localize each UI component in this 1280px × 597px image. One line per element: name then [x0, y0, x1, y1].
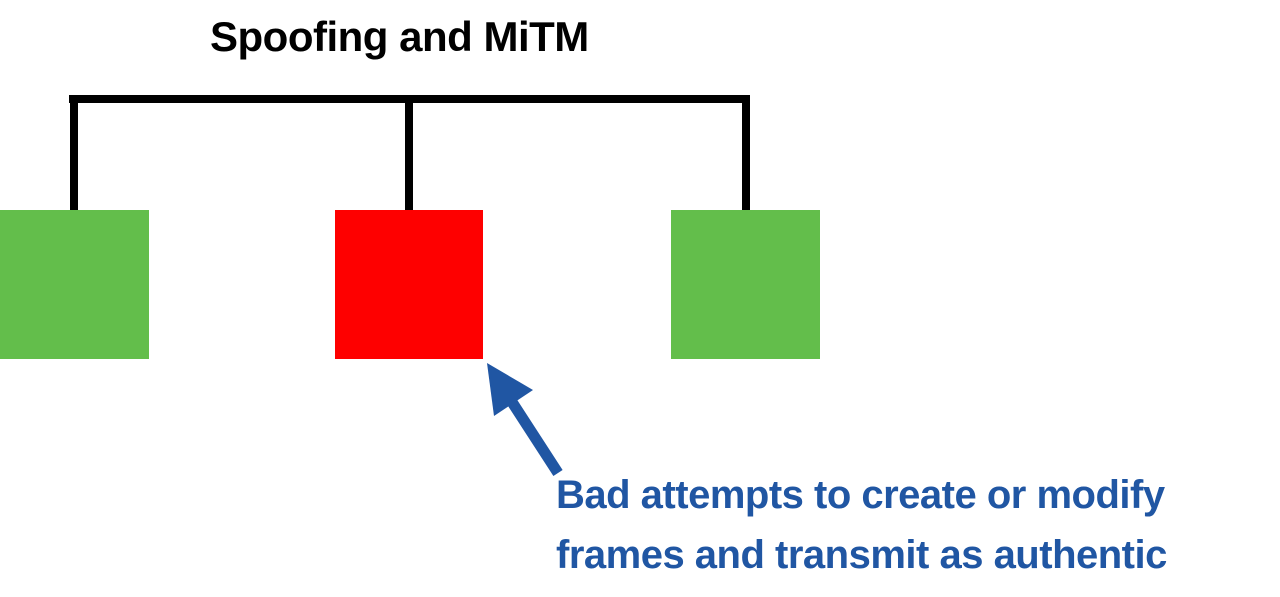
annotation-caption-line-1: Bad attempts to create or modify [556, 473, 1165, 517]
annotation-caption: Bad attempts to create or modify frames … [556, 465, 1167, 585]
tree-branch-right [742, 95, 750, 210]
tree-branch-left [70, 95, 78, 210]
node-middle-red-box [335, 210, 483, 359]
tree-branch-middle [405, 95, 413, 210]
diagram-title: Spoofing and MiTM [210, 13, 589, 60]
node-right-green-box [671, 210, 820, 359]
node-left-green-box [0, 210, 149, 359]
annotation-caption-line-2: frames and transmit as authentic [556, 533, 1167, 577]
